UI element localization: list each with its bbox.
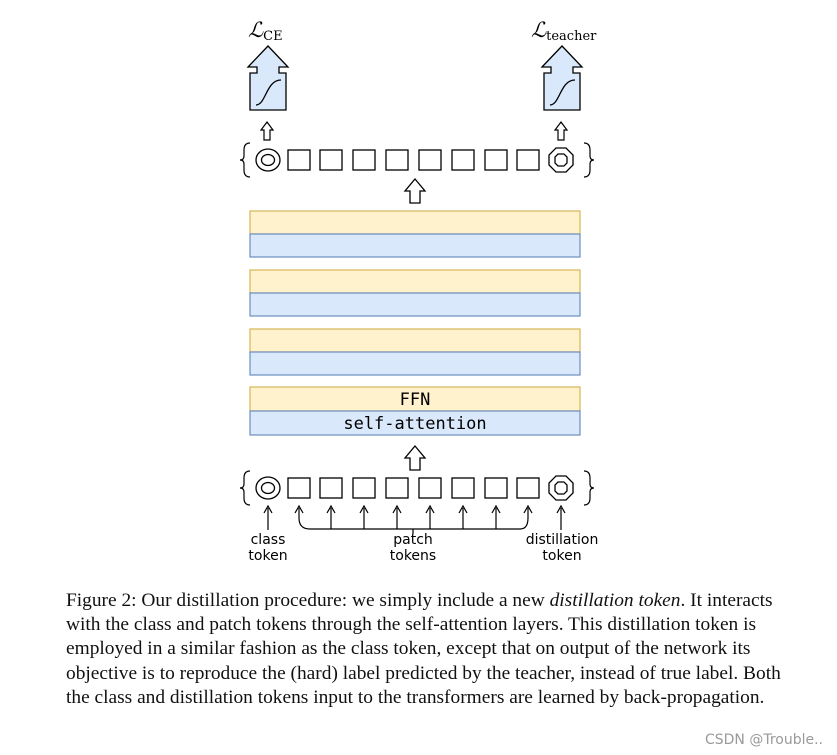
up-arrow-icon	[554, 121, 568, 141]
sigmoid-icon	[255, 79, 282, 106]
input-token-row	[239, 470, 595, 506]
patch-token-input	[319, 477, 343, 499]
patch-token-output	[484, 149, 508, 171]
class-token-label-line2: token	[248, 548, 287, 564]
figure-caption: Figure 2: Our distillation procedure: we…	[66, 589, 786, 710]
patch-token-output	[352, 149, 376, 171]
ffn-block	[249, 386, 581, 412]
loss-teacher-label: ℒteacher	[531, 18, 597, 44]
patch-tokens-label-line2: tokens	[390, 548, 436, 564]
class-token-input	[255, 476, 281, 500]
class-token-output	[255, 148, 281, 172]
transformer-layer	[249, 269, 581, 317]
patch-token-output	[451, 149, 475, 171]
caption-rest: . It interacts with the class and patch …	[66, 590, 781, 708]
token-pointer-arrows	[263, 504, 566, 534]
patch-token-output	[516, 149, 540, 171]
patch-token-input	[451, 477, 475, 499]
teacher-head-arrow	[540, 45, 584, 111]
caption-emphasis: distillation token	[549, 590, 681, 611]
patch-tokens-label-line1: patch	[393, 532, 433, 548]
patch-token-input	[516, 477, 540, 499]
patch-token-output	[287, 149, 311, 171]
up-arrow-icon	[260, 121, 274, 141]
distillation-figure: ℒCE ℒteacher	[239, 18, 599, 564]
patch-token-input	[418, 477, 442, 499]
up-arrow-icon	[404, 445, 426, 471]
patch-token-output	[418, 149, 442, 171]
patch-token-input	[484, 477, 508, 499]
transformer-layer-labeled: FFN self-attention	[249, 386, 581, 436]
patch-token-input	[385, 477, 409, 499]
patch-token-output	[319, 149, 343, 171]
watermark: CSDN @Trouble..	[704, 732, 823, 748]
output-token-row	[239, 142, 595, 178]
distillation-token-output	[548, 147, 574, 173]
patch-token-output	[385, 149, 409, 171]
distillation-token-label-line1: distillation	[526, 532, 599, 548]
patch-token-input	[352, 477, 376, 499]
distillation-token-input	[548, 475, 574, 501]
up-arrow-icon	[404, 178, 426, 204]
transformer-layer	[249, 328, 581, 376]
distillation-token-label-line2: token	[542, 548, 581, 564]
ce-head-arrow	[246, 45, 290, 111]
caption-prefix: Figure 2: Our distillation procedure: we…	[66, 590, 550, 611]
loss-ce-label: ℒCE	[248, 18, 283, 44]
class-token-label-line1: class	[251, 532, 286, 548]
self-attention-block	[249, 410, 581, 436]
self-attention-label: self-attention	[343, 414, 486, 434]
transformer-layer	[249, 210, 581, 258]
ffn-label: FFN	[400, 390, 431, 410]
sigmoid-icon	[549, 79, 576, 106]
patch-token-input	[287, 477, 311, 499]
